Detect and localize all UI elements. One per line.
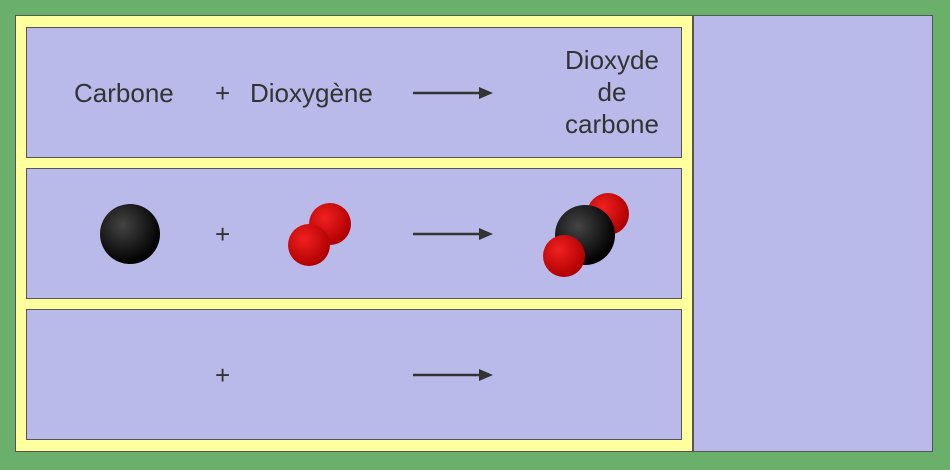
carbon-atom-icon bbox=[100, 204, 160, 264]
product-line-2: de bbox=[597, 77, 627, 107]
plus-sign: + bbox=[215, 360, 231, 390]
plus-sign: + bbox=[215, 219, 231, 249]
reactant-carbon-label: Carbone bbox=[74, 78, 174, 108]
blank-equation-row: + bbox=[26, 309, 682, 440]
reactant-dioxygen-label: Dioxygène bbox=[250, 78, 373, 108]
product-line-3: carbone bbox=[565, 109, 659, 139]
plus-sign: + bbox=[215, 78, 231, 108]
right-arrow-icon bbox=[413, 87, 493, 99]
product-label: Dioxyde de carbone bbox=[547, 44, 677, 140]
product-line-1: Dioxyde bbox=[565, 45, 659, 75]
carbon-dioxide-molecule-icon bbox=[543, 193, 629, 277]
side-panel bbox=[693, 15, 933, 452]
dioxygen-molecule-icon bbox=[288, 203, 351, 266]
right-arrow-icon bbox=[413, 369, 493, 381]
word-equation-row: Carbone + Dioxygène Dioxyde de carbone bbox=[26, 27, 682, 158]
right-arrow-icon bbox=[413, 228, 493, 240]
model-equation-row: + bbox=[26, 168, 682, 299]
